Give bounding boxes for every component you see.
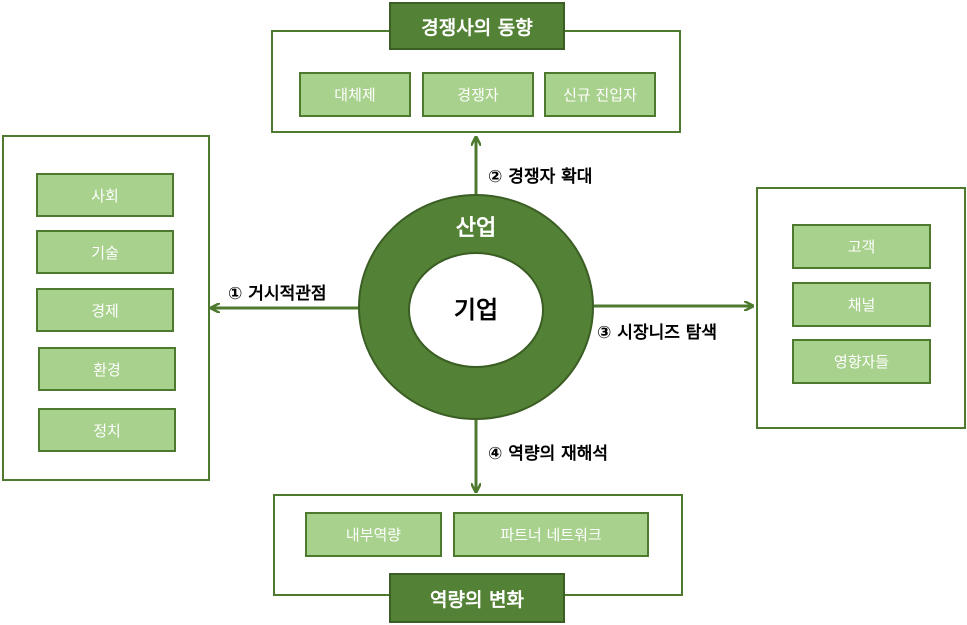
competitor-trends-title: 경쟁사의 동향: [389, 2, 565, 50]
new-entrant-box: 신규 진입자: [544, 72, 656, 117]
capability-reinterpretation-label: ④ 역량의 재해석: [488, 444, 609, 464]
technology-box: 기술: [36, 230, 174, 274]
economy-box: 경제: [36, 288, 174, 332]
society-box: 사회: [36, 173, 174, 217]
capability-title: 역량의 변화: [389, 573, 565, 623]
market-needs-label: ③ 시장니즈 탐색: [597, 323, 718, 343]
environment-box: 환경: [38, 347, 176, 391]
industry-label: 산업: [455, 216, 497, 241]
internal-capability-box: 내부역량: [305, 512, 442, 557]
macro-view-label: ① 거시적관점: [228, 284, 327, 304]
politics-box: 정치: [38, 408, 176, 452]
competitor-box: 경쟁자: [422, 72, 534, 117]
partner-network-box: 파트너 네트워크: [453, 512, 649, 557]
customer-box: 고객: [792, 224, 931, 269]
company-circle: [408, 252, 544, 368]
channel-box: 채널: [792, 282, 931, 327]
influencers-box: 영향자들: [792, 339, 931, 384]
substitute-box: 대체제: [299, 72, 411, 117]
company-label: 기업: [453, 296, 499, 324]
competitor-expansion-label: ② 경쟁자 확대: [488, 167, 593, 187]
